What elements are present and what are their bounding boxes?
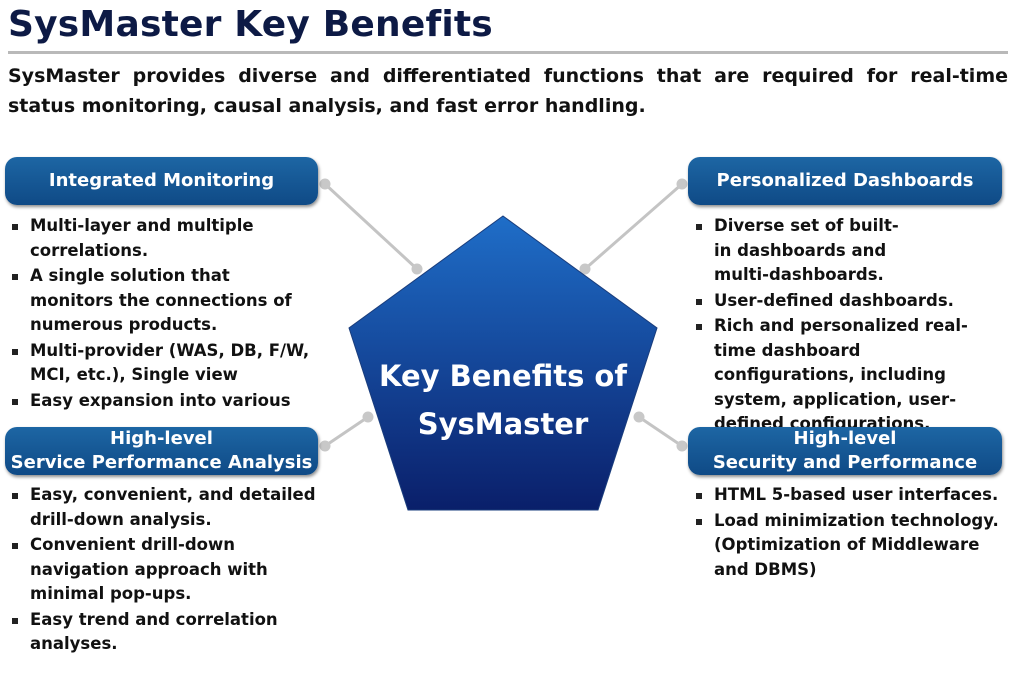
service-performance-heading: High-level Service Performance Analysis (5, 427, 318, 475)
security-performance-list: HTML 5-based user interfaces. Load minim… (692, 483, 1007, 583)
connector-dot (319, 178, 331, 190)
personalized-dashboards-heading: Personalized Dashboards (688, 157, 1002, 205)
connector-dot (411, 263, 423, 275)
personalized-dashboards-list: Diverse set of built-in dashboards and m… (692, 214, 1007, 438)
connector-dot (676, 178, 688, 190)
list-item: HTML 5-based user interfaces. (692, 483, 1007, 508)
center-label-line2: SysMaster (417, 407, 589, 441)
connector-dot (362, 411, 374, 423)
title-divider (8, 51, 1008, 54)
list-item: Easy trend and correlation analyses. (8, 608, 318, 657)
service-performance-list: Easy, convenient, and detailed drill-dow… (8, 483, 318, 658)
intro-paragraph: SysMaster provides diverse and different… (8, 65, 1008, 117)
list-item: Multi-provider (WAS, DB, F/W, MCI, etc.)… (8, 339, 318, 388)
center-label-line1: Key Benefits of (379, 359, 627, 393)
heading-text-line2: Security and Performance (712, 452, 978, 473)
connector-top-left (323, 182, 419, 271)
connector-bottom-right (638, 415, 683, 448)
security-performance-heading: High-level Security and Performance (688, 427, 1002, 475)
list-item: Multi-layer and multiple correlations. (8, 214, 318, 263)
connector-dot (579, 263, 591, 275)
page-title: SysMaster Key Benefits (8, 4, 493, 45)
heading-text-line1: High-level (793, 428, 897, 449)
list-item: Convenient drill-down navigation approac… (8, 533, 318, 607)
connector-bottom-left (324, 415, 369, 448)
connector-dot (319, 440, 331, 452)
heading-text: Personalized Dashboards (716, 170, 974, 191)
connector-dot (633, 411, 645, 423)
integrated-monitoring-list: Multi-layer and multiple correlations. A… (8, 214, 318, 414)
integrated-monitoring-heading: Integrated Monitoring (5, 157, 318, 205)
connector-top-right (584, 182, 683, 271)
center-label: Key Benefits of SysMaster (352, 352, 654, 448)
heading-text-line1: High-level (110, 428, 213, 449)
list-item: A single solution that monitors the conn… (8, 264, 318, 338)
list-item: Easy expansion into various (8, 389, 318, 414)
list-item: User-defined dashboards. (692, 289, 1007, 314)
connector-dot (676, 440, 688, 452)
list-item: Easy, convenient, and detailed drill-dow… (8, 483, 318, 532)
heading-text: Integrated Monitoring (48, 170, 275, 191)
list-item: Diverse set of built-in dashboards and m… (692, 214, 1007, 288)
heading-text-line2: Service Performance Analysis (10, 452, 313, 473)
list-item: Load minimization technology. (Optimizat… (692, 509, 1007, 583)
list-item: Rich and personalized real-time dashboar… (692, 314, 1007, 437)
